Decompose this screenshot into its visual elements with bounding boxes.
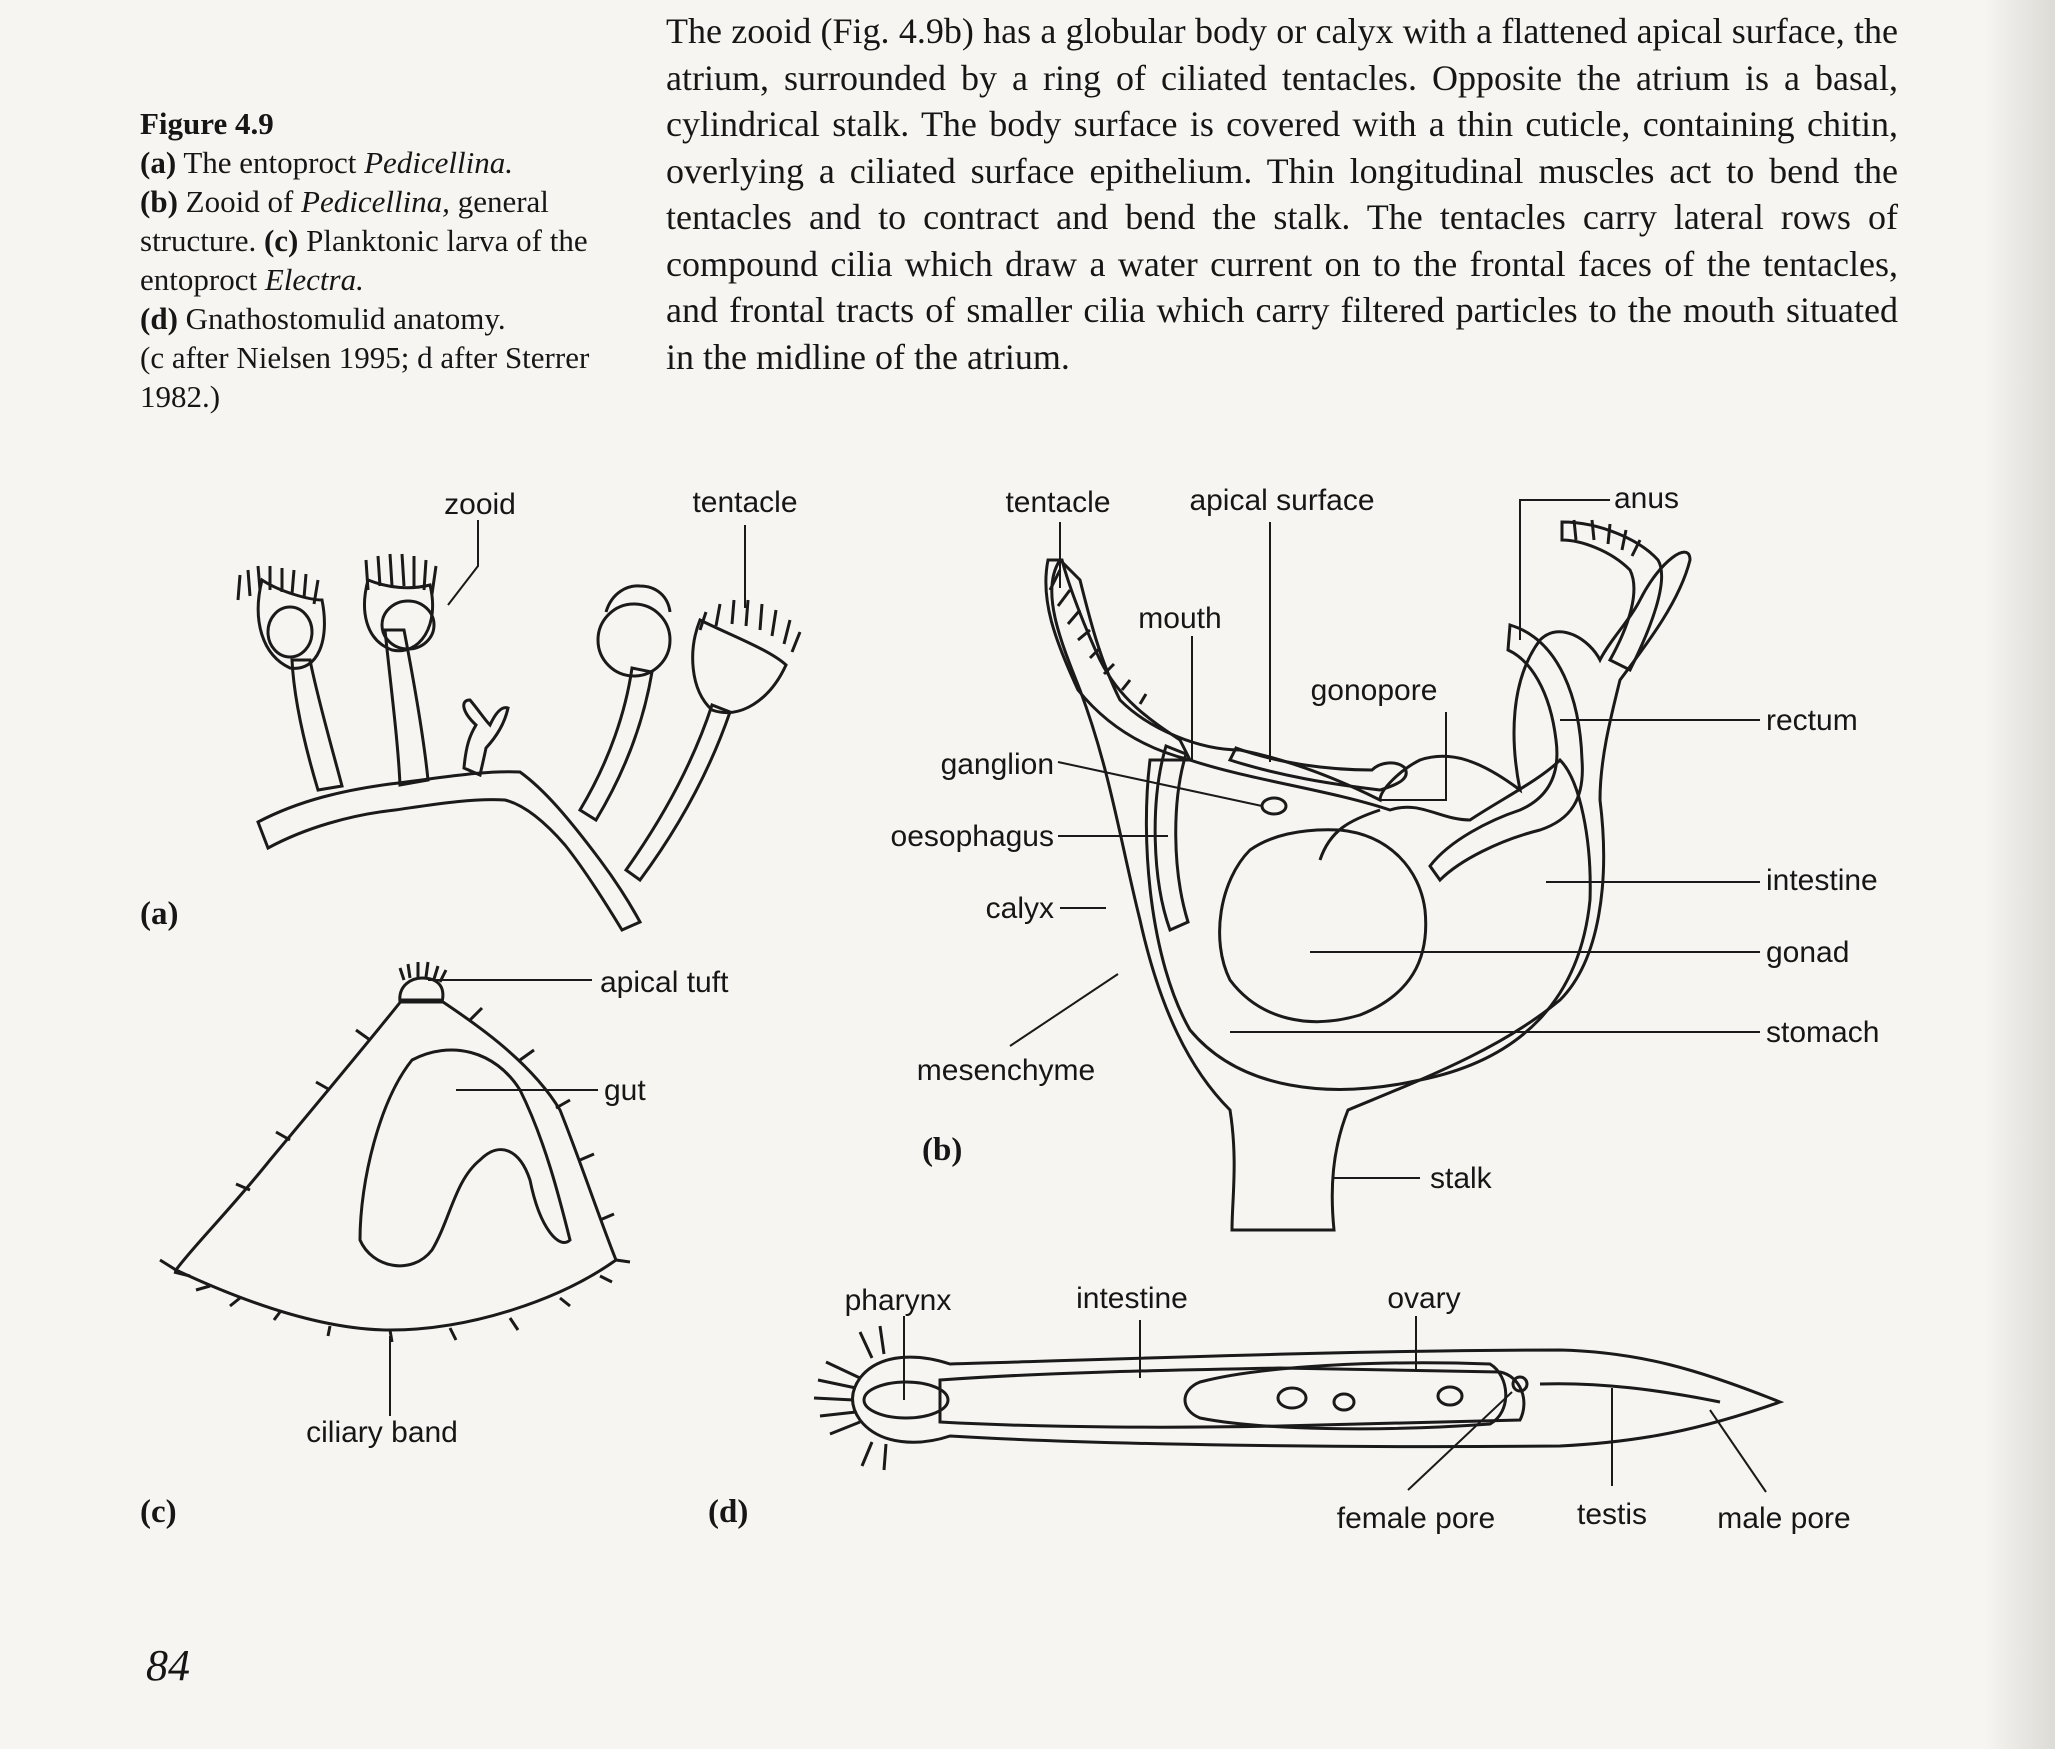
label-mouth: mouth	[1138, 602, 1221, 635]
label-rectum: rectum	[1766, 704, 1858, 737]
label-stomach: stomach	[1766, 1016, 1879, 1049]
ganglion-body	[1262, 798, 1286, 814]
panel-label-b: (b)	[922, 1132, 962, 1168]
label-stalk: stalk	[1430, 1162, 1493, 1195]
colony-stolon	[258, 772, 640, 930]
label-tentacle-b: tentacle	[1005, 486, 1110, 519]
label-tentacle-a: tentacle	[692, 486, 797, 519]
gnathostomulid-body	[853, 1350, 1781, 1447]
apical-atrium	[1230, 748, 1406, 790]
figure-d: pharynx intestine ovary female pore test…	[708, 1282, 1851, 1535]
panel-label-d: (d)	[708, 1494, 748, 1530]
panel-label-c: (c)	[140, 1494, 177, 1530]
stalk-3	[580, 668, 652, 820]
label-calyx: calyx	[986, 892, 1054, 925]
label-pharynx: pharynx	[845, 1284, 952, 1317]
zooid-body-outline	[1052, 552, 1690, 1230]
label-testis: testis	[1577, 1498, 1647, 1531]
intestine-tube	[940, 1368, 1524, 1427]
stalk-1	[292, 660, 342, 790]
stalk-4	[626, 705, 730, 880]
stalk-bud	[464, 700, 508, 775]
zooid-1-atrium	[268, 607, 312, 657]
gonad-mass	[1220, 830, 1426, 1022]
oocyte-3	[1438, 1387, 1462, 1405]
gonopore-duct	[1320, 810, 1380, 860]
pharynx-organ	[864, 1382, 948, 1418]
oocyte-2	[1334, 1394, 1354, 1410]
zooid-2	[365, 580, 433, 651]
label-gonopore: gonopore	[1311, 674, 1438, 707]
mesenchyme-leader	[1010, 974, 1118, 1046]
head-sensory-cilia	[814, 1326, 886, 1470]
label-intestine-d: intestine	[1076, 1282, 1188, 1315]
label-ganglion: ganglion	[941, 748, 1054, 781]
page-number: 84	[146, 1640, 190, 1691]
label-gut: gut	[604, 1074, 646, 1107]
panel-label-a: (a)	[140, 896, 178, 932]
rectum-loop	[1430, 625, 1582, 880]
zooid-2-atrium	[382, 601, 434, 649]
male-pore-leader	[1710, 1410, 1766, 1492]
label-apical-surface: apical surface	[1189, 484, 1374, 517]
oesophagus-tube	[1155, 746, 1188, 930]
label-ovary: ovary	[1387, 1282, 1460, 1315]
label-ciliary-band: ciliary band	[306, 1416, 458, 1449]
label-anus: anus	[1614, 482, 1679, 515]
figure-c: apical tuft gut ciliary band (c)	[140, 962, 729, 1530]
label-mesenchyme: mesenchyme	[917, 1054, 1095, 1087]
zooid-3-contracted	[598, 604, 670, 676]
label-zooid: zooid	[444, 488, 516, 521]
figure-a: zooid tentacle (a)	[140, 486, 800, 932]
female-pore-leader	[1408, 1392, 1512, 1490]
label-intestine-b: intestine	[1766, 864, 1878, 897]
label-apical-tuft: apical tuft	[600, 966, 729, 999]
testis-organ	[1540, 1384, 1720, 1402]
label-gonad: gonad	[1766, 936, 1849, 969]
stalk-2	[385, 630, 428, 785]
label-male-pore: male pore	[1717, 1502, 1850, 1535]
zooid-leader	[448, 520, 478, 605]
apical-tuft-organ	[400, 978, 443, 1002]
label-oesophagus: oesophagus	[891, 820, 1054, 853]
oocyte-1	[1278, 1388, 1306, 1408]
figure-b: tentacle apical surface anus mouth gonop…	[891, 482, 1880, 1230]
tentacle-cilia-left	[1050, 570, 1146, 704]
tentacle-right	[1562, 522, 1662, 670]
label-female-pore: female pore	[1337, 1502, 1495, 1535]
